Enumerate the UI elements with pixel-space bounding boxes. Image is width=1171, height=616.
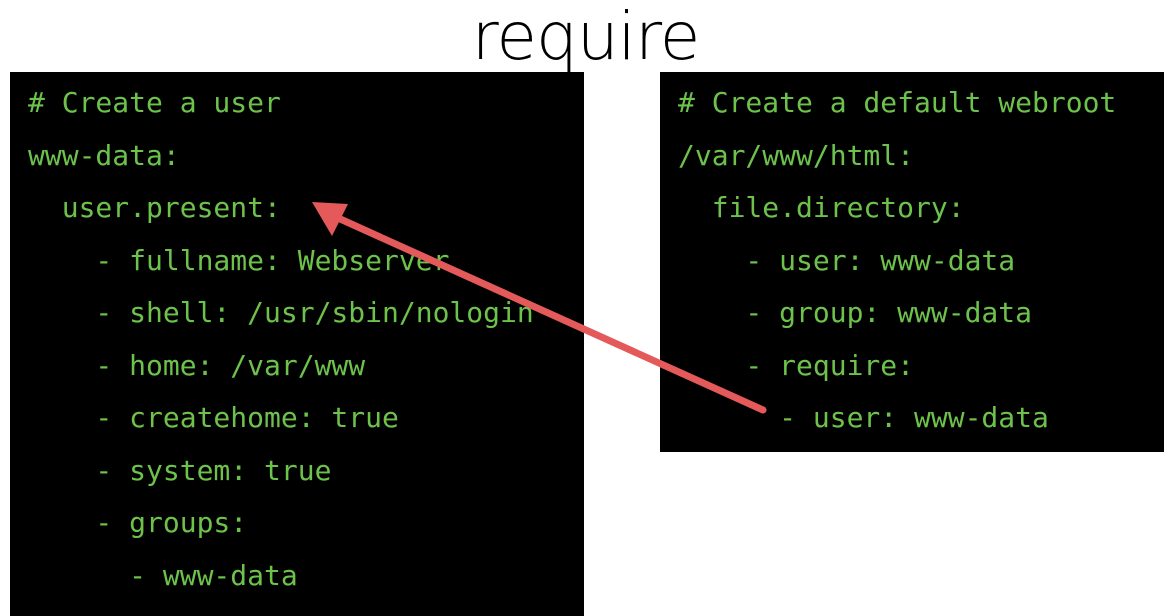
code-line: www-data: (28, 139, 180, 172)
code-line: - home: /var/www (28, 349, 366, 382)
code-line: - createhome: true (28, 401, 399, 434)
code-line: user.present: (28, 191, 281, 224)
code-line: - user: www-data (678, 244, 1016, 277)
code-line: /var/www/html: (678, 139, 915, 172)
file-directory-code-block: # Create a default webroot /var/www/html… (660, 72, 1164, 452)
code-line: - groups: (28, 506, 248, 539)
slide-title: require (471, 0, 701, 75)
user-state-code-block: # Create a user www-data: user.present: … (10, 72, 584, 616)
code-line: - system: true (28, 454, 332, 487)
code-line: - user: www-data (678, 401, 1049, 434)
code-line: - shell: /usr/sbin/nologin (28, 296, 534, 329)
code-line: # Create a default webroot (678, 86, 1117, 119)
code-line: file.directory: (678, 191, 965, 224)
code-line: # Create a user (28, 86, 281, 119)
code-line: - www-data (28, 559, 298, 592)
code-line: - fullname: Webserver (28, 244, 450, 277)
code-line: - group: www-data (678, 296, 1033, 329)
code-line: - require: (678, 349, 915, 382)
